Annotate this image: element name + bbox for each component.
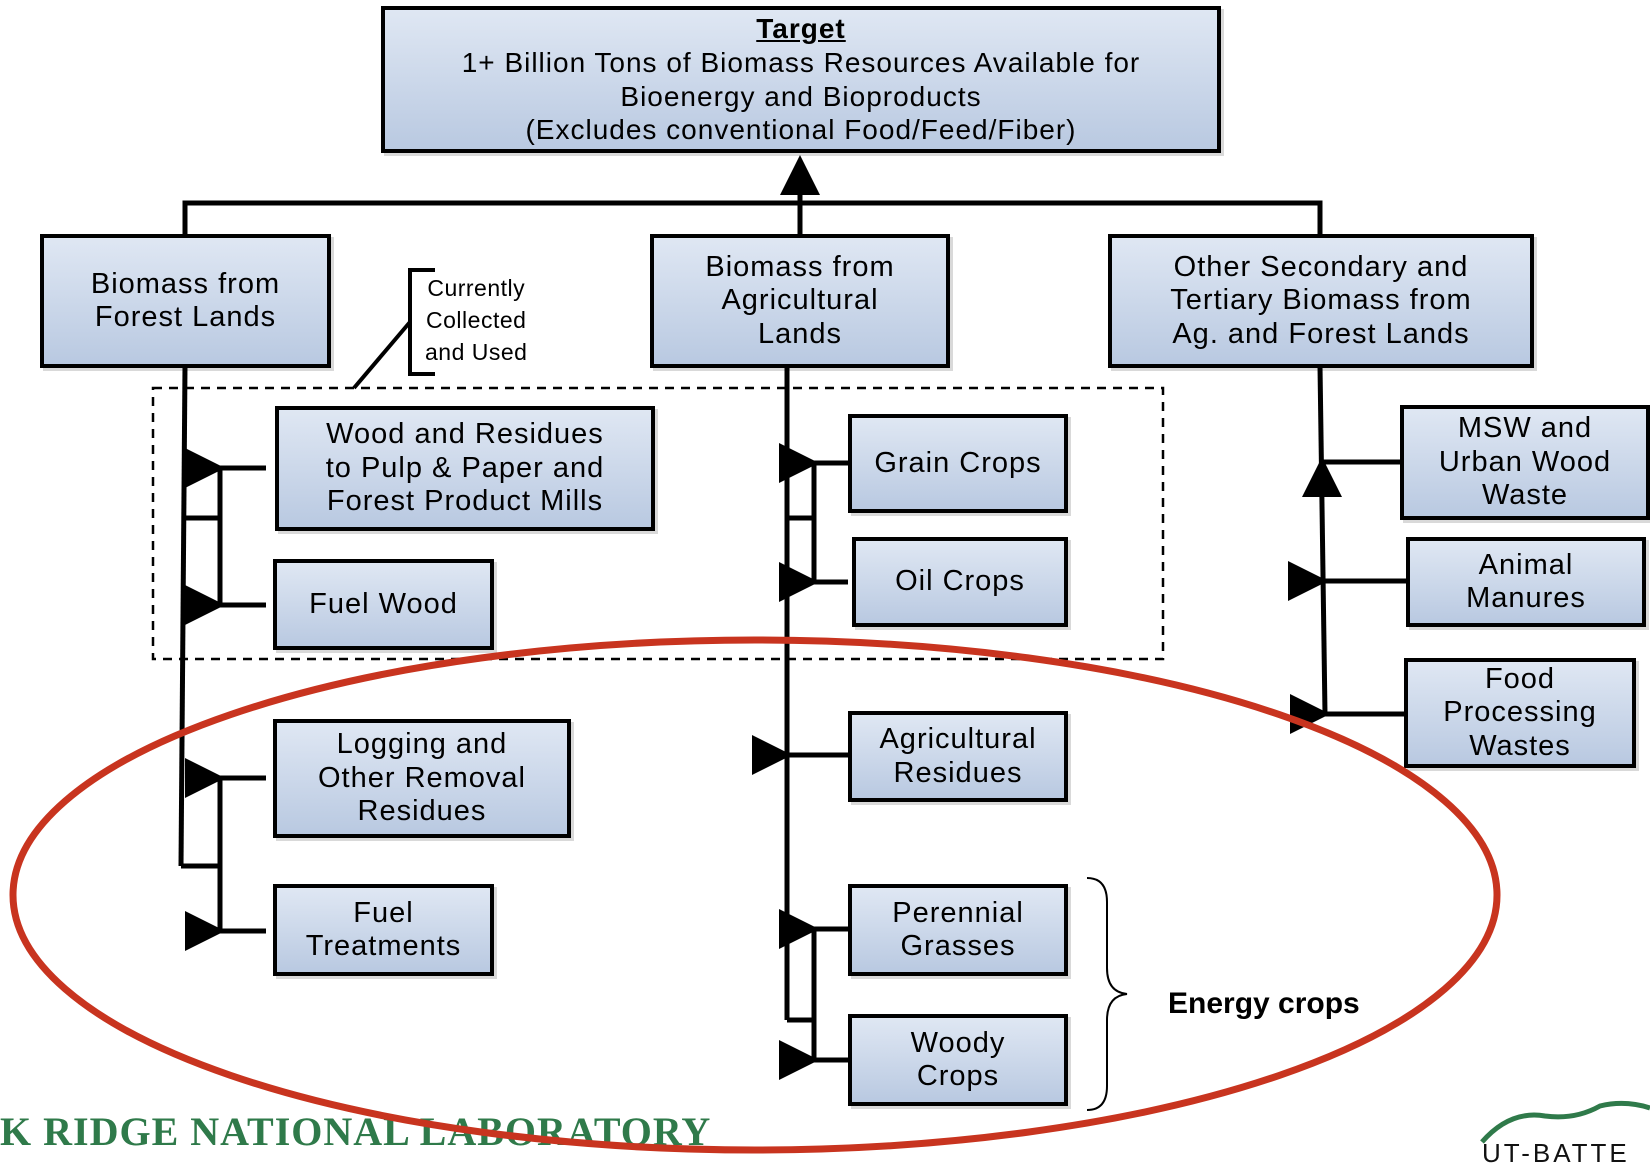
currently-collected-label: Currently Collected and Used [425, 275, 528, 366]
energy-crops-label: Energy crops [1168, 987, 1360, 1020]
other-trunk [1317, 365, 1328, 715]
ornl-logo-text: K RIDGE NATIONAL LABORATORY [0, 1109, 712, 1154]
fuel-treatments-box: Fuel Treatments [273, 884, 494, 976]
forest-trunk [178, 365, 188, 867]
agricultural-lands-box: Biomass from Agricultural Lands [650, 234, 950, 368]
target-title: Target [756, 13, 846, 45]
fuel-wood-box: Fuel Wood [273, 559, 494, 650]
agricultural-residues-box: Agricultural Residues [848, 711, 1068, 802]
currently-collected-region [151, 386, 1165, 661]
target-line-2: Bioenergy and Bioproducts [620, 80, 982, 112]
target-line-1: 1+ Billion Tons of Biomass Resources Ava… [461, 46, 1141, 78]
oil-crops-box: Oil Crops [852, 537, 1068, 627]
food-processing-box: Food Processing Wastes [1404, 658, 1636, 768]
perennial-grasses-box: Perennial Grasses [848, 884, 1068, 976]
target-line-3: (Excludes conventional Food/Feed/Fiber) [525, 114, 1077, 146]
currently-collected-pointer [352, 320, 412, 390]
target-box: Target 1+ Billion Tons of Biomass Resour… [381, 6, 1221, 153]
woody-crops-box: Woody Crops [848, 1014, 1068, 1106]
other-secondary-box: Other Secondary and Tertiary Biomass fro… [1108, 234, 1534, 368]
energy-crops-brace [1086, 877, 1128, 1111]
forest-lands-box: Biomass from Forest Lands [40, 234, 331, 368]
msw-urban-wood-box: MSW and Urban Wood Waste [1400, 405, 1650, 520]
ut-battelle-logo-text: UT-BATTE [1482, 1138, 1630, 1168]
wood-residues-box: Wood and Residues to Pulp & Paper and Fo… [275, 406, 655, 531]
category-connector [182, 200, 1323, 236]
grain-crops-box: Grain Crops [848, 414, 1068, 513]
animal-manures-box: Animal Manures [1406, 537, 1646, 627]
logging-residues-box: Logging and Other Removal Residues [273, 719, 571, 838]
